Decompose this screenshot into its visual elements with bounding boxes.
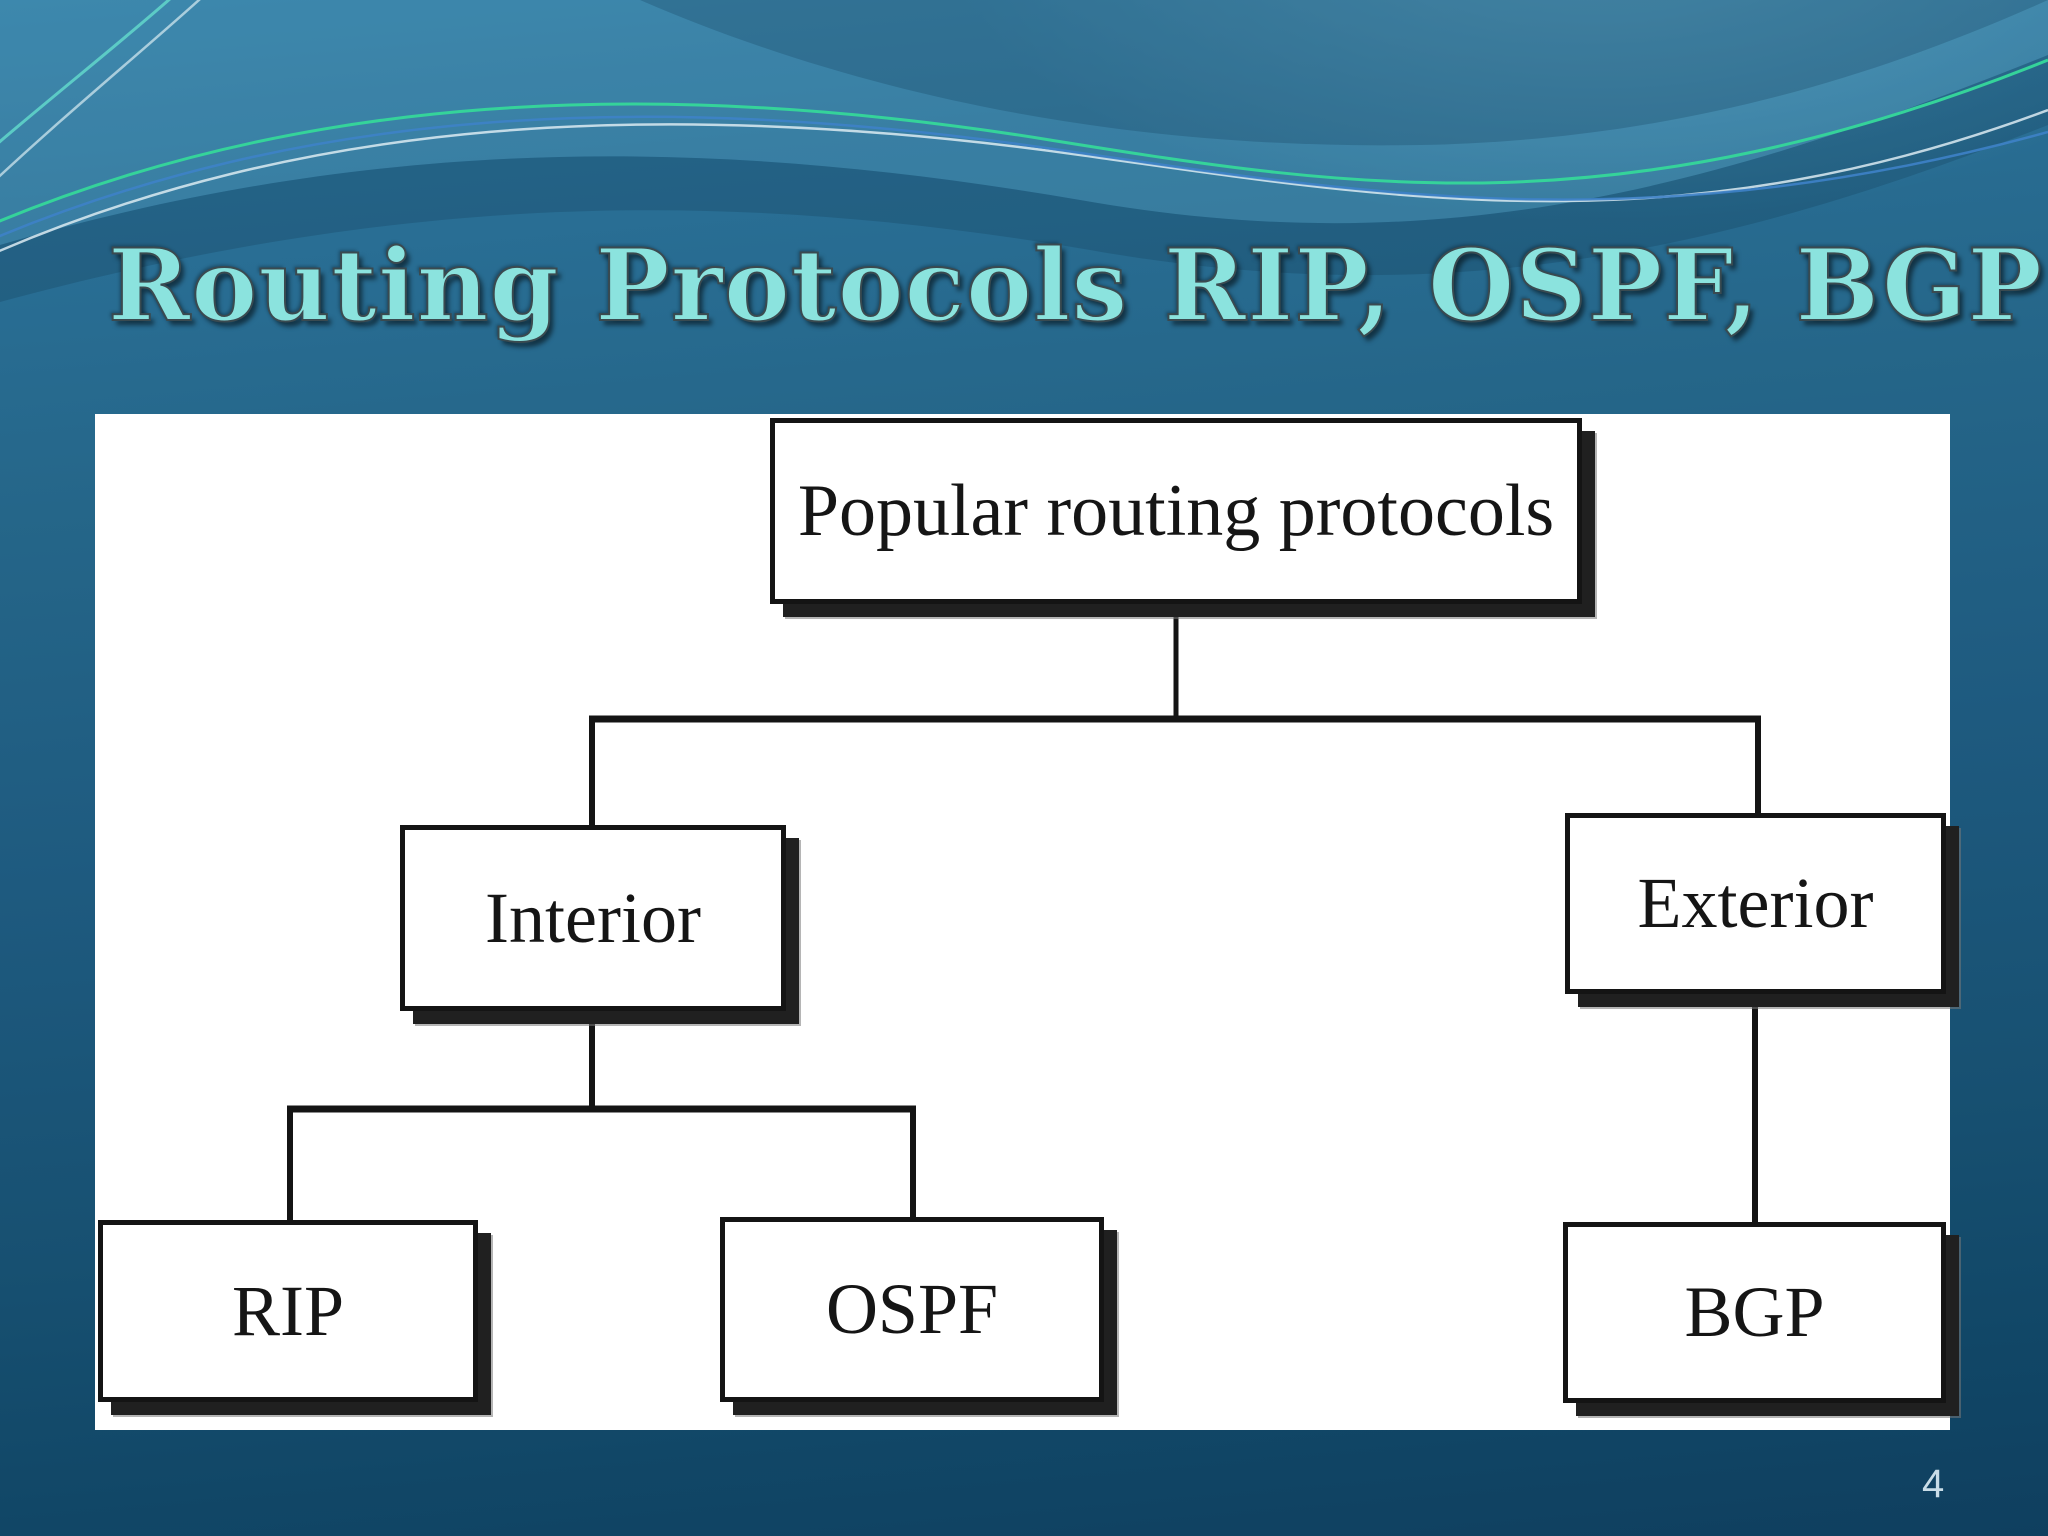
header-wave-decoration	[0, 0, 2048, 302]
node-label: Exterior	[1637, 863, 1874, 943]
node-label: RIP	[231, 1270, 345, 1351]
node-label: BGP	[1684, 1272, 1825, 1352]
node-rip: RIP	[98, 1220, 478, 1402]
node-label: OSPF	[825, 1269, 999, 1349]
node-ospf: OSPF	[720, 1217, 1104, 1402]
page-number: 4	[1922, 1462, 1945, 1506]
node-label: Interior	[485, 877, 701, 958]
slide-title: Routing Protocols RIP, OSPF, BGP	[107, 227, 2043, 345]
node-label: Popular routing protocols	[797, 469, 1555, 552]
node-interior: Interior	[400, 825, 786, 1011]
node-bgp: BGP	[1563, 1222, 1946, 1403]
node-popular-routing-protocols: Popular routing protocols	[770, 418, 1582, 604]
node-exterior: Exterior	[1565, 813, 1946, 994]
